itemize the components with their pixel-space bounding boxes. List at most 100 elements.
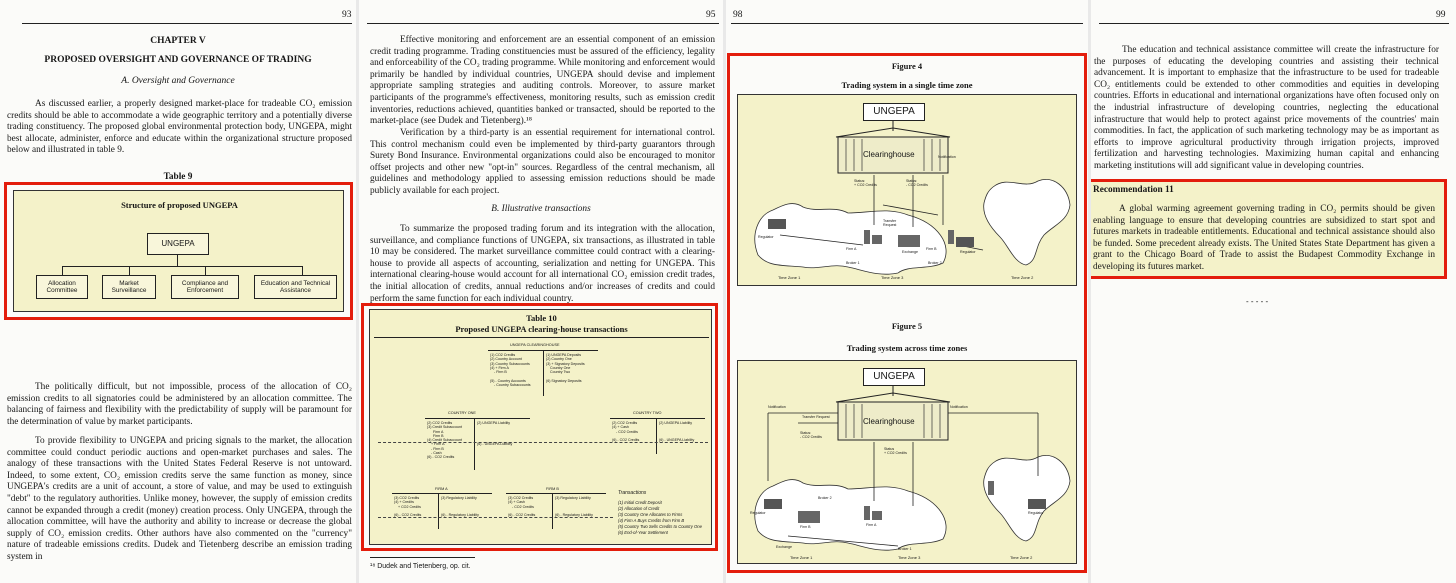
paragraph: Verification by a third-party is an esse… <box>370 128 715 196</box>
diagram-label: Regulator <box>960 250 976 254</box>
diagram-label: Broker 1 <box>846 261 860 265</box>
org-root-box: UNGEPA <box>147 233 209 255</box>
title-rule <box>374 337 709 338</box>
country-two-label: COUNTRY TWO <box>633 411 662 415</box>
footnote-rule <box>370 557 475 558</box>
diagram-label: Regulator <box>750 511 766 515</box>
page-93: 93 CHAPTER V PROPOSED OVERSIGHT AND GOVE… <box>0 0 356 583</box>
org-connector <box>302 266 303 275</box>
account-entries: (3) CO2 Credits (4) + Cash - CO2 Credits… <box>508 496 536 518</box>
account-entries: (3) Regulatory Liability (6) - Regulator… <box>555 496 593 518</box>
figure-4-frame: UNGEPA Status: <box>737 94 1077 286</box>
figure-4-diagram <box>754 121 1071 275</box>
org-connector <box>129 266 130 275</box>
diagram-label: Notification <box>938 155 956 159</box>
t-account-line <box>552 493 553 529</box>
org-connector <box>177 255 178 266</box>
paragraph: To provide flexibility to UNGEPA and pri… <box>7 436 352 562</box>
legend-item: (2) Allocation of Credit <box>618 506 660 511</box>
diagram-label: Broker 2 <box>818 496 832 500</box>
legend-item: (3) Country One Allocates to Firms <box>618 512 683 517</box>
paragraph: Effective monitoring and enforcement are… <box>370 35 715 127</box>
header-rule <box>22 23 352 24</box>
account-entries: (1) UNGEPA Deposits (2) Country One (3) … <box>546 353 585 383</box>
account-entries: (2) CO2 Credits (3) Credit Subaccount Fi… <box>427 421 462 460</box>
diagram-label: Broker 1 <box>898 547 912 551</box>
diagram-label: Firm A <box>866 523 877 527</box>
table-title: Proposed UNGEPA clearing-house transacti… <box>455 324 628 334</box>
diagram-label: Regulator <box>1028 511 1044 515</box>
account-entries: (1) CO2 Credits (2) Country Account (3) … <box>490 353 531 388</box>
org-connector <box>205 266 206 275</box>
diagram-label: Transfer Request <box>883 219 897 228</box>
footnote: ¹⁸ Dudek and Tietenberg, op. cit. <box>370 563 471 570</box>
time-zone-label: Time Zone 3 <box>881 275 904 280</box>
t-account-line <box>506 493 606 494</box>
chapter-title: PROPOSED OVERSIGHT AND GOVERNANCE OF TRA… <box>44 55 312 65</box>
diagram-label: Status: + CO2 Credits <box>854 179 877 188</box>
diagram-label: Exchange <box>902 250 918 254</box>
time-zone-label: Time Zone 2 <box>1011 275 1034 280</box>
table-label: Table 9 <box>163 172 193 182</box>
table-9-frame: Structure of proposed UNGEPA UNGEPA Allo… <box>13 190 344 312</box>
diagram-label: Notification <box>768 405 786 409</box>
paragraph: The education and technical assistance c… <box>1094 45 1439 171</box>
diagram-label: Exchange <box>776 545 792 549</box>
section-heading: A. Oversight and Governance <box>121 76 235 86</box>
recommendation-text: A global warming agreement governing tra… <box>1093 204 1435 272</box>
t-account-line <box>656 418 657 454</box>
t-account-line <box>610 418 705 419</box>
legend-title: Transactions <box>618 490 647 496</box>
legend-item: (5) Country Two Sells Credits to Country… <box>618 524 702 529</box>
org-child-box: Education and Technical Assistance <box>254 275 337 299</box>
table-10-frame: Table 10 Proposed UNGEPA clearing-house … <box>369 309 712 545</box>
t-account-line <box>392 493 492 494</box>
table-title: Structure of proposed UNGEPA <box>121 200 238 210</box>
page-number: 95 <box>706 10 716 20</box>
account-entries: (2) CO2 Credits (4) + Cash - CO2 Credits… <box>612 421 640 443</box>
figure-label: Figure 4 <box>891 61 923 71</box>
firm-a-label: FIRM A <box>435 487 448 491</box>
org-child-box: Allocation Committee <box>36 275 88 299</box>
figure-title: Trading system in a single time zone <box>841 80 973 90</box>
ungepa-box: UNGEPA <box>863 103 925 121</box>
recommendation-title: Recommendation 11 <box>1093 185 1174 195</box>
settlement-dashes <box>378 517 613 518</box>
header-rule <box>1099 23 1449 24</box>
page-99: 99 The education and technical assistanc… <box>1091 0 1456 583</box>
t-account-line <box>474 418 475 470</box>
org-connector <box>62 266 302 267</box>
clearinghouse-label: UNGEPA CLEARINGHOUSE <box>510 343 560 347</box>
t-account-line <box>543 350 544 396</box>
recommendation-box: Recommendation 11 A global warming agree… <box>1091 182 1444 276</box>
time-zone-label: Time Zone 3 <box>898 555 921 560</box>
diagram-label: Status: - CO2 Credits <box>906 179 928 188</box>
time-zone-label: Time Zone 1 <box>790 555 813 560</box>
header-rule <box>731 23 1083 24</box>
page-95: 95 Effective monitoring and enforcement … <box>359 0 723 583</box>
table-10-highlight: Table 10 Proposed UNGEPA clearing-house … <box>361 303 718 551</box>
figure-5-diagram <box>754 386 1071 551</box>
t-account-line <box>425 418 530 419</box>
diagram-label: Notification <box>950 405 968 409</box>
diagram-label: Firm B <box>926 247 937 251</box>
account-entries: (3) Regulatory Liability (6) - Regulator… <box>441 496 479 518</box>
chapter-heading: CHAPTER V <box>150 36 206 46</box>
diagram-label: Status + CO2 Credits <box>884 447 907 456</box>
paragraph: To summarize the proposed trading forum … <box>370 224 715 304</box>
diagram-label: Firm B <box>800 525 811 529</box>
org-child-box: Compliance and Enforcement <box>171 275 239 299</box>
page-number: 98 <box>733 10 743 20</box>
t-account-line <box>438 493 439 529</box>
account-entries: (2) UNGEPA Liability (6) - UNGEPA Liabil… <box>477 421 513 447</box>
clearinghouse-label: Clearinghouse <box>863 150 915 159</box>
page-98: 98 Figure 4 Trading system in a single t… <box>726 0 1088 583</box>
figure-label: Figure 5 <box>891 321 923 331</box>
header-rule <box>367 23 719 24</box>
account-entries: (2) UNGEPA Liability (6) - UNGEPA Liabil… <box>659 421 695 443</box>
diagram-label: Broker 2 <box>928 261 942 265</box>
legend-item: (1) Initial Credit Deposit <box>618 500 662 505</box>
diagram-label: Firm A <box>846 247 857 251</box>
section-heading: B. Illustrative transactions <box>491 204 591 214</box>
settlement-dashes <box>378 442 708 443</box>
